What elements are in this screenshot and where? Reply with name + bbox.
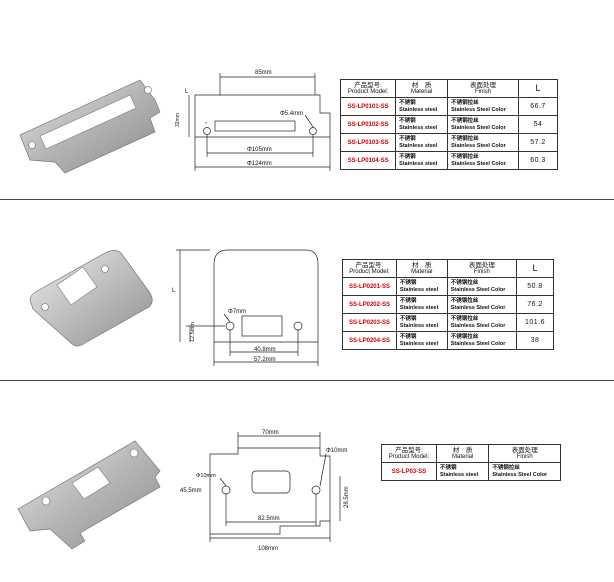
- section-1: 85mm Φ5.4mm 32mm L Φ105mm Φ124mm 产品型号:Pr…: [0, 0, 614, 200]
- dim-side: L: [185, 89, 189, 95]
- dim-height-3: 45.5mm: [180, 488, 202, 494]
- strike-plate-photo-2: [29, 250, 153, 347]
- dim-inner-3: 82.5mm: [258, 516, 280, 522]
- dim-top: 85mm: [255, 70, 272, 76]
- strike-plate-photo-1: [19, 79, 161, 174]
- dim-right-height: 28.5mm: [344, 486, 350, 508]
- th-length: L: [516, 259, 554, 278]
- section-2: L Φ7mm 12.5mm 40.8mm 57.2mm 产品型号:Product…: [0, 200, 614, 380]
- dim-hole: Φ5.4mm: [280, 111, 303, 117]
- th-model: 产品型号:Product Model:: [381, 444, 437, 463]
- section-3: 70mm Φ10mm Φ10mm 45.5mm 28.5mm 82.5mm 10…: [0, 381, 614, 581]
- dim-height: 32mm: [175, 113, 181, 127]
- dim-height-2: 12.5mm: [190, 322, 196, 342]
- section-divider: [0, 199, 614, 200]
- dim-top-3: 70mm: [262, 430, 279, 436]
- dim-side-2: L: [172, 288, 176, 294]
- drawing-1: 85mm Φ5.4mm 32mm L Φ105mm Φ124mm: [175, 70, 331, 171]
- dim-outer-3: 108mm: [258, 546, 278, 552]
- th-model: 产品型号:Product Model:: [339, 79, 397, 98]
- dim-hole-left: Φ10mm: [196, 473, 216, 479]
- th-length: L: [518, 79, 558, 98]
- drawing-2: L Φ7mm 12.5mm 40.8mm 57.2mm: [172, 249, 319, 366]
- strike-plate-photo-3: [17, 440, 161, 550]
- th-model: 产品型号:Product Model:: [342, 259, 397, 278]
- drawing-3: 70mm Φ10mm Φ10mm 45.5mm 28.5mm 82.5mm 10…: [180, 430, 350, 552]
- dim-inner-2: 40.8mm: [254, 347, 276, 353]
- dim-outer-2: 57.2mm: [254, 357, 276, 363]
- dim-outer: Φ124mm: [247, 161, 272, 167]
- dim-inner: Φ105mm: [247, 147, 272, 153]
- section-divider: [0, 380, 614, 381]
- dim-hole-2: Φ7mm: [228, 309, 246, 315]
- dim-hole-right: Φ10mm: [326, 448, 347, 454]
